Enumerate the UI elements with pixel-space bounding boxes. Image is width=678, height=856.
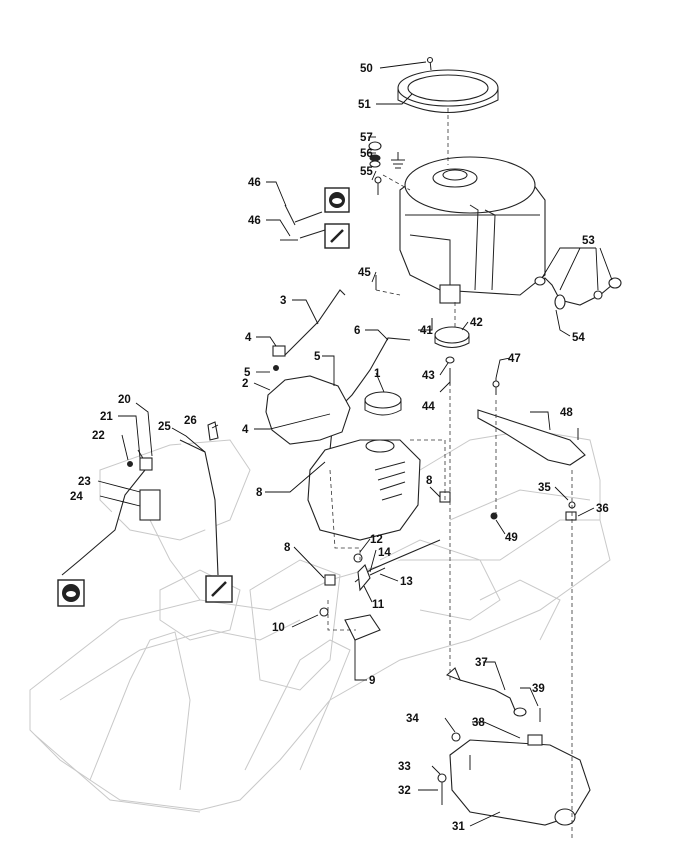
label-10: 10 — [272, 622, 285, 634]
ghosted-frame — [29, 429, 611, 813]
label-9: 9 — [369, 675, 375, 687]
connection-lines — [327, 108, 573, 840]
washer-33 — [437, 773, 447, 783]
part-number-labels: 50 51 57 56 55 46 46 53 54 45 3 6 41 42 … — [70, 63, 609, 833]
label-37: 37 — [475, 657, 488, 669]
label-8a: 8 — [426, 475, 433, 487]
label-3: 3 — [280, 295, 286, 307]
label-56: 56 — [360, 148, 373, 160]
label-4a: 4 — [245, 332, 252, 344]
engine-pulley — [431, 318, 470, 385]
tortoise-icon-left — [57, 579, 85, 607]
muffler — [449, 734, 591, 826]
label-32: 32 — [398, 785, 411, 797]
label-14: 14 — [378, 547, 391, 559]
label-12: 12 — [370, 534, 383, 546]
label-20: 20 — [118, 394, 131, 406]
label-42: 42 — [470, 317, 483, 329]
label-55: 55 — [360, 166, 373, 178]
throttle-slash-icon-left — [205, 575, 233, 603]
tank-cover — [265, 375, 351, 445]
label-46a: 46 — [248, 177, 261, 189]
clip-36 — [565, 511, 577, 521]
bracket-9 — [344, 614, 381, 641]
label-36: 36 — [596, 503, 609, 515]
cable-3 — [283, 289, 346, 357]
label-25: 25 — [158, 421, 171, 433]
label-23: 23 — [78, 476, 91, 488]
screw-10 — [319, 607, 329, 617]
label-1: 1 — [374, 368, 381, 380]
label-6: 6 — [354, 325, 360, 337]
bracket-48 — [477, 409, 586, 466]
label-5a: 5 — [244, 367, 251, 379]
label-50: 50 — [360, 63, 373, 75]
label-11: 11 — [372, 599, 385, 611]
label-49: 49 — [505, 532, 518, 544]
tortoise-icon — [324, 187, 350, 213]
label-8b: 8 — [284, 542, 291, 554]
fuel-filter-parts — [324, 539, 441, 592]
label-21: 21 — [100, 411, 113, 423]
label-39: 39 — [532, 683, 545, 695]
label-41: 41 — [420, 325, 433, 337]
label-53: 53 — [582, 235, 595, 247]
nut-49 — [490, 512, 498, 520]
label-38: 38 — [472, 717, 485, 729]
label-33: 33 — [398, 761, 411, 773]
throttle-slash-icon — [324, 223, 350, 249]
label-26: 26 — [184, 415, 197, 427]
label-5b: 5 — [314, 351, 321, 363]
fuel-tank — [307, 439, 421, 541]
leader-lines — [97, 61, 613, 827]
engine-assembly — [399, 156, 546, 304]
label-43: 43 — [422, 370, 435, 382]
label-2: 2 — [242, 378, 248, 390]
label-47: 47 — [508, 353, 521, 365]
label-31: 31 — [452, 821, 465, 833]
label-13: 13 — [400, 576, 413, 588]
label-35: 35 — [538, 482, 551, 494]
label-7: 8 — [256, 487, 263, 499]
nut-34 — [451, 732, 461, 742]
fuel-cap — [364, 391, 402, 416]
air-filter-ring — [397, 56, 499, 113]
label-4b: 4 — [242, 424, 249, 436]
label-48: 48 — [560, 407, 573, 419]
exhaust-pipe — [451, 671, 516, 711]
label-45: 45 — [358, 267, 371, 279]
label-51: 51 — [358, 99, 371, 111]
label-54: 54 — [572, 332, 585, 344]
fuel-line — [534, 276, 622, 310]
label-57: 57 — [360, 132, 373, 144]
label-34: 34 — [406, 713, 419, 725]
small-fasteners-top — [368, 141, 405, 195]
label-24: 24 — [70, 491, 83, 503]
throttle-cables — [61, 204, 326, 576]
label-22: 22 — [92, 430, 105, 442]
label-44: 44 — [422, 401, 435, 413]
label-46b: 46 — [248, 215, 261, 227]
